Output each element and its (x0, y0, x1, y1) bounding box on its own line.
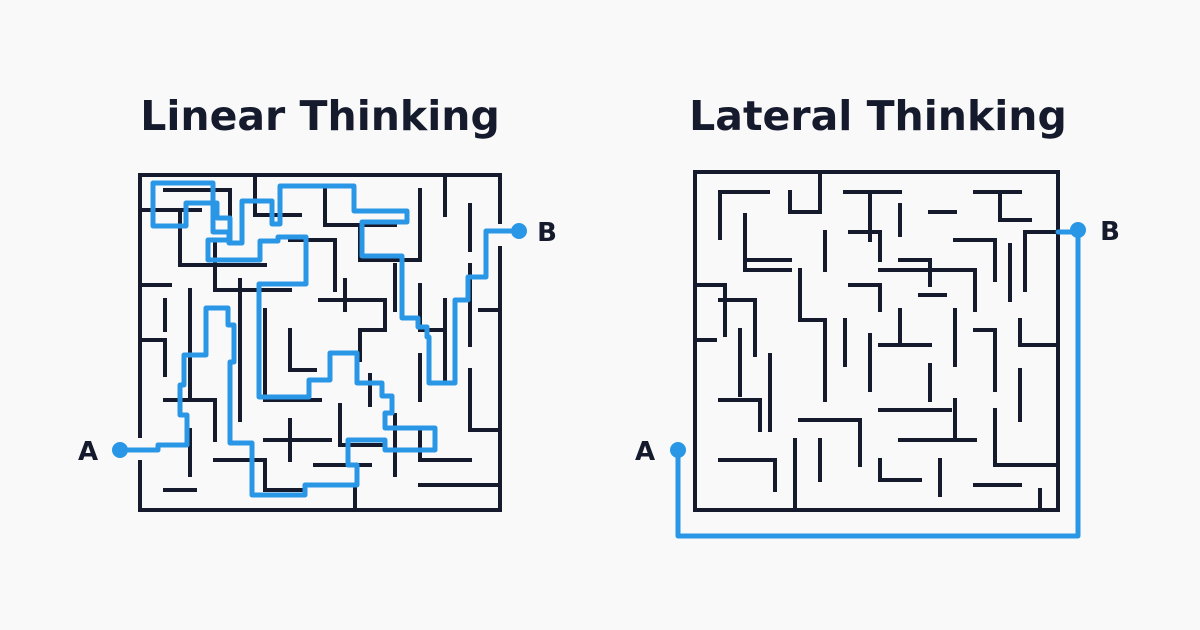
linear-panel: Linear Thinking A B (78, 92, 557, 512)
lateral-end-label: B (1100, 217, 1120, 247)
lateral-start-label: A (635, 437, 655, 467)
linear-end-point (511, 223, 527, 239)
lateral-maze-walls (693, 170, 1060, 512)
linear-maze (138, 173, 502, 512)
lateral-maze-border (693, 170, 1060, 512)
linear-maze-border (138, 173, 502, 512)
lateral-start-point (670, 442, 686, 458)
lateral-maze (693, 170, 1060, 512)
linear-start-label: A (78, 437, 98, 467)
linear-end-label: B (537, 218, 557, 248)
lateral-panel: Lateral Thinking A B (635, 92, 1120, 539)
lateral-title: Lateral Thinking (689, 92, 1067, 140)
linear-solution-path (117, 180, 522, 498)
linear-title: Linear Thinking (140, 92, 500, 140)
linear-maze-walls (138, 173, 502, 512)
lateral-end-point (1070, 222, 1086, 238)
linear-start-point (112, 442, 128, 458)
